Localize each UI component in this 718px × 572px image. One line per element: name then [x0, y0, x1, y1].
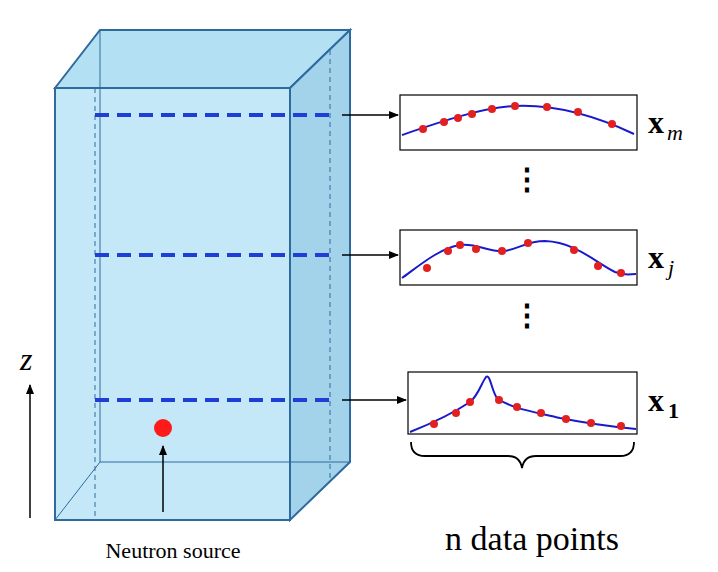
ellipsis: ⋮ — [512, 164, 542, 194]
axis-label: z — [20, 343, 32, 375]
annotation: n data points — [445, 522, 619, 556]
measurement-plane — [95, 115, 330, 400]
plot — [408, 372, 637, 434]
plot — [400, 230, 637, 285]
brace — [411, 442, 634, 468]
vector-name: x — [648, 384, 664, 416]
vector-name: x — [648, 241, 664, 273]
vector-subscript: 1 — [668, 400, 679, 422]
vector-subscript: j — [668, 257, 674, 279]
caption-label: Neutron source — [105, 540, 240, 562]
vector-name: x — [648, 106, 664, 138]
arrow — [30, 115, 406, 518]
ellipsis: ⋮ — [512, 300, 542, 330]
water-tank — [55, 30, 350, 520]
plot — [400, 95, 637, 150]
neutron-source — [154, 419, 172, 437]
vector-subscript: m — [667, 122, 683, 144]
